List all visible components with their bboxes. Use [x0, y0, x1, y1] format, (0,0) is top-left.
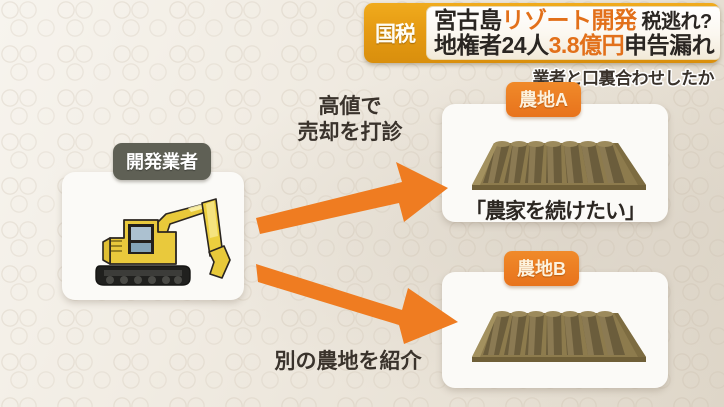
headline-seg-landowners: 地権者24人 [434, 32, 549, 58]
headline-text-box: 宮古島リゾート開発 税逃れ? 地権者24人3.8億円申告漏れ [426, 6, 720, 60]
arrow-top-right-icon [256, 162, 448, 234]
farmland-a-badge: 農地A [506, 82, 581, 117]
headline-seg-resort-development: リゾート開発 [501, 7, 638, 33]
headline-line-2: 地権者24人3.8億円申告漏れ [434, 32, 715, 58]
arrow-bottom-right-icon [256, 264, 458, 344]
headline-seg-amount: 3.8億円 [548, 32, 625, 58]
kokuzei-badge: 国税 [375, 23, 416, 46]
headline-seg-tax-evasion: 税逃れ? [636, 11, 713, 33]
farmland-a-quote: 「農家を続けたい」 [465, 200, 646, 223]
arrow-top-caption-line1: 高値で [318, 95, 382, 118]
headline-seg-underreporting: 申告漏れ [624, 32, 715, 58]
sub-headline: 業者と口裏合わせしたか [532, 69, 715, 88]
arrow-top-caption: 高値で 売却を打診 [255, 94, 445, 145]
farmland-plot-icon [472, 141, 646, 190]
excavator-icon [95, 198, 231, 286]
headline-line-1: 宮古島リゾート開発 税逃れ? [434, 7, 714, 33]
headline-seg-miyakojima: 宮古島 [434, 7, 502, 33]
headline-banner: 国税 宮古島リゾート開発 税逃れ? 地権者24人3.8億円申告漏れ [364, 3, 720, 63]
farmland-plot-icon [472, 311, 646, 362]
farmland-b-badge: 農地B [504, 251, 579, 286]
arrow-top-caption-line2: 売却を打診 [297, 120, 403, 144]
arrow-bottom-caption: 別の農地を紹介 [274, 350, 422, 373]
developer-label: 開発業者 [113, 143, 211, 180]
